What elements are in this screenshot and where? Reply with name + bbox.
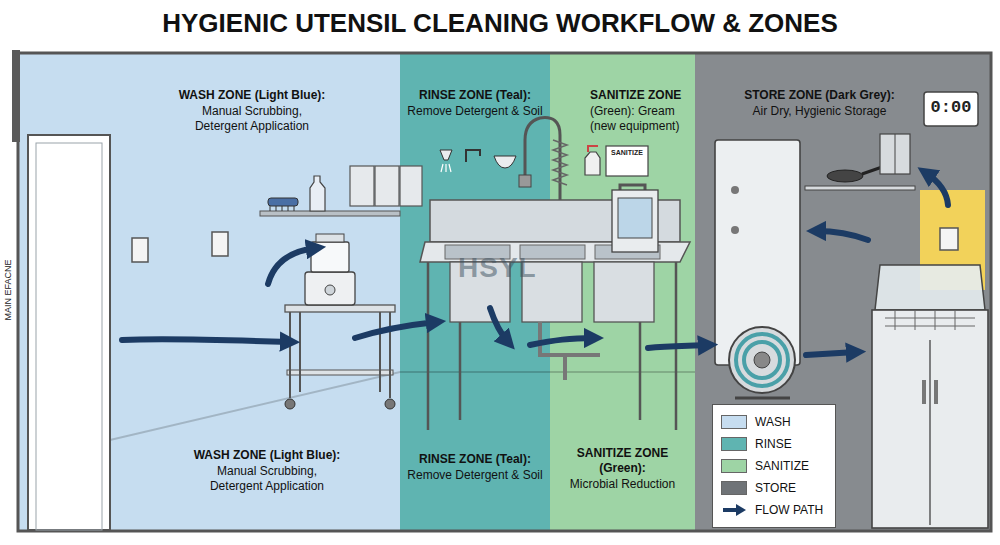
legend-text: STORE — [755, 481, 796, 496]
zone-heading: SANITIZE ZONE (Green): — [554, 446, 691, 476]
diagram-title: HYGIENIC UTENSIL CLEANING WORKFLOW & ZON… — [0, 8, 1000, 39]
zone-band: WASH ZONE (Light Blue):Manual Scrubbing,… — [19, 54, 400, 530]
legend-text: FLOW PATH — [755, 503, 823, 518]
zone-description: Remove Detergent & Soil — [404, 104, 546, 119]
legend-row: FLOW PATH — [721, 499, 827, 521]
legend-swatch — [721, 415, 747, 429]
zone-label-group: SANITIZE ZONE(Green): Gream (new equipme… — [590, 88, 693, 134]
zone-description: (Green): Gream (new equipment) — [590, 104, 693, 134]
zone-description: Manual Scrubbing, Detergent Application — [197, 464, 337, 494]
legend-row: SANITIZE — [721, 455, 827, 477]
legend-row: WASH — [721, 411, 827, 433]
zone-heading: WASH ZONE (Light Blue): — [177, 448, 357, 463]
icon-label: SANITIZE — [606, 149, 648, 156]
zone-description: Air Dry, Hygienic Storage — [712, 104, 927, 119]
zone-band: SANITIZE ZONE(Green): Gream (new equipme… — [550, 54, 695, 530]
zone-label-group: RINSE ZONE (Teal):Remove Detergent & Soi… — [404, 452, 546, 483]
legend: WASH RINSE SANITIZE STORE FLOW PATH — [712, 404, 836, 528]
zone-heading: WASH ZONE (Light Blue): — [162, 88, 342, 103]
zone-description: Manual Scrubbing, Detergent Application — [182, 104, 322, 134]
zone-heading: STORE ZONE (Dark Grey): — [712, 88, 927, 103]
legend-arrow-sample — [721, 503, 747, 517]
zone-heading: RINSE ZONE (Teal): — [404, 88, 546, 103]
legend-swatch — [721, 437, 747, 451]
legend-text: WASH — [755, 415, 791, 430]
legend-row: RINSE — [721, 433, 827, 455]
zone-label-group: STORE ZONE (Dark Grey):Air Dry, Hygienic… — [712, 88, 927, 119]
legend-row: STORE — [721, 477, 827, 499]
zone-label-group: RINSE ZONE (Teal):Remove Detergent & Soi… — [404, 88, 546, 119]
legend-text: SANITIZE — [755, 459, 809, 474]
zone-heading: SANITIZE ZONE — [590, 88, 693, 103]
zone-heading: RINSE ZONE (Teal): — [404, 452, 546, 467]
zone-description: Remove Detergent & Soil — [404, 468, 546, 483]
watermark: HSYL — [458, 252, 537, 284]
legend-text: RINSE — [755, 437, 792, 452]
zone-label-group: WASH ZONE (Light Blue):Manual Scrubbing,… — [177, 448, 357, 494]
wall-label: MAIN EFACNE — [3, 259, 13, 320]
legend-swatch — [721, 481, 747, 495]
zone-description: Microbial Reduction — [554, 477, 691, 492]
timer-display: 0:00 — [924, 98, 978, 117]
legend-swatch — [721, 459, 747, 473]
zone-label-group: SANITIZE ZONE (Green):Microbial Reductio… — [554, 446, 691, 492]
zone-label-group: WASH ZONE (Light Blue):Manual Scrubbing,… — [162, 88, 342, 134]
zone-band: RINSE ZONE (Teal):Remove Detergent & Soi… — [400, 54, 550, 530]
